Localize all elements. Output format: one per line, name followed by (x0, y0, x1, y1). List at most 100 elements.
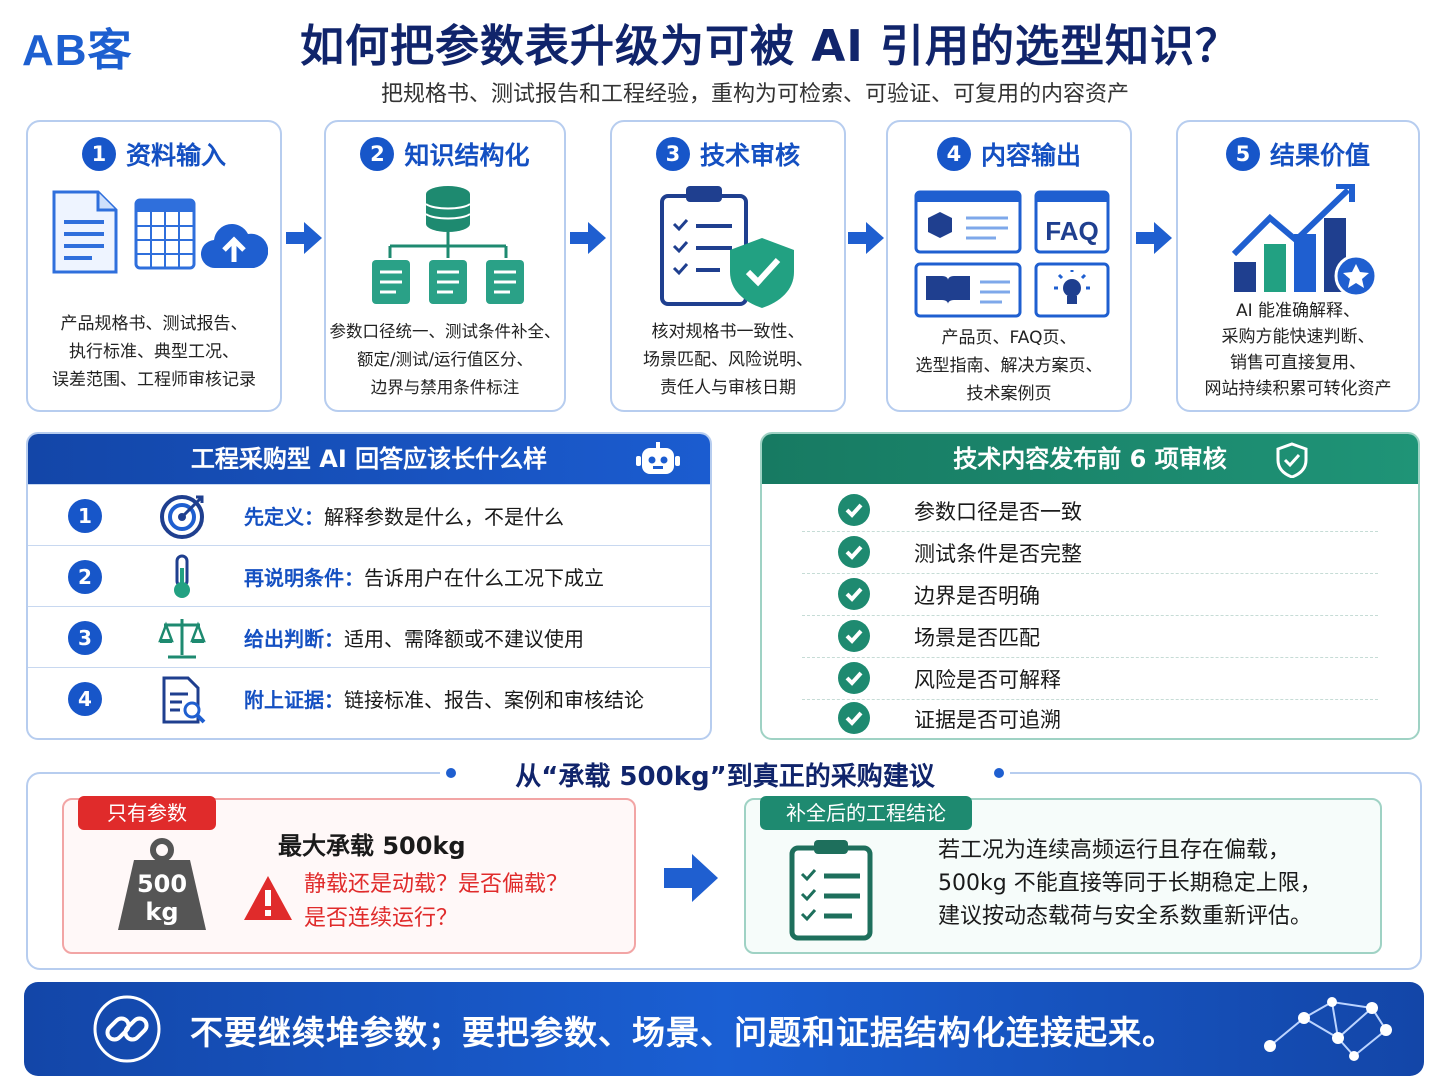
example-title: 从“承载 500kg”到真正的采购建议 (440, 756, 1010, 793)
engineering-conclusion-tag: 补全后的工程结论 (760, 796, 972, 830)
step-desc-line: 产品规格书、测试报告、 (60, 314, 248, 334)
cloud-upload-icon (200, 224, 268, 269)
check-circle-icon (838, 578, 870, 610)
answer-text: 链接标准、报告、案例和审核结论 (344, 688, 644, 712)
page-title: 如何把参数表升级为可被 AI 引用的选型知识？ (299, 21, 1241, 72)
step-title-3: 技术审核 (699, 141, 800, 170)
warning-line: 静载还是动载？是否偏载？ (304, 872, 569, 897)
review-item: 证据是否可追溯 (802, 698, 1378, 738)
lightbulb-icon (1034, 262, 1110, 318)
ai-answer-row: 2 再说明条件：告诉用户在什么工况下成立 (28, 545, 710, 606)
clipboard-shield-icon (660, 186, 794, 308)
weight-value: 500 (136, 870, 188, 898)
review-item: 场景是否匹配 (802, 616, 1378, 658)
scale-icon (158, 619, 206, 659)
step-title-2: 知识结构化 (404, 141, 530, 170)
ai-answer-row: 1 先定义：解释参数是什么，不是什么 (28, 484, 710, 545)
arrow-right-icon (664, 854, 718, 902)
step-number-2: 2 (360, 137, 395, 171)
clipboard-checklist-icon (789, 840, 873, 941)
row-number: 2 (68, 560, 102, 594)
answer-text: 告诉用户在什么工况下成立 (364, 566, 604, 590)
check-circle-icon (838, 620, 870, 652)
title-dot-left-icon (446, 768, 456, 778)
arrow-right-icon (286, 222, 322, 254)
review-item: 测试条件是否完整 (802, 532, 1378, 574)
step-number-4: 4 (936, 137, 971, 171)
arrow-right-icon (570, 222, 606, 254)
answer-key: 再说明条件： (244, 566, 364, 590)
conclusion-line: 若工况为连续高频运行且存在偏载， (938, 838, 1291, 863)
answer-key: 先定义： (244, 505, 324, 529)
weight-icon (118, 838, 206, 930)
step-desc-line: 销售可直接复用、 (1230, 353, 1366, 373)
step-desc-line: 误差范围、工程师审核记录 (52, 370, 256, 390)
robot-icon (636, 442, 680, 474)
step-desc-line: 场景匹配、风险说明、 (643, 350, 813, 370)
warning-icon (244, 876, 292, 920)
page-subtitle: 把规格书、测试报告和工程经验，重构为可检索、可验证、可复用的内容资产 (380, 82, 1129, 107)
ai-answer-row: 4 附上证据：链接标准、报告、案例和审核结论 (28, 667, 710, 728)
network-nodes-icon (1264, 997, 1392, 1061)
ai-answer-title: 工程采购型 AI 回答应该长什么样 (28, 434, 710, 484)
webpage-cube-icon (914, 190, 1022, 254)
step-number-3: 3 (655, 137, 690, 171)
conclusion-line: 500kg 不能直接等同于长期稳定上限， (938, 871, 1322, 896)
thermometer-icon (174, 554, 190, 598)
review-item-text: 风险是否可解释 (914, 668, 1061, 692)
check-circle-icon (838, 702, 870, 734)
answer-text: 解释参数是什么，不是什么 (324, 505, 564, 529)
answer-text: 适用、需降额或不建议使用 (344, 627, 584, 651)
review-item-text: 参数口径是否一致 (914, 500, 1082, 524)
database-hierarchy-icon (372, 186, 524, 304)
check-circle-icon (838, 662, 870, 694)
step-desc-line: 核对规格书一致性、 (651, 322, 805, 342)
arrow-right-icon (848, 222, 884, 254)
target-icon (160, 495, 204, 539)
conclusion-line: 建议按动态载荷与安全系数重新评估。 (938, 904, 1313, 929)
review-item-text: 证据是否可追溯 (914, 708, 1061, 732)
step-desc-line: 边界与禁用条件标注 (370, 378, 520, 397)
step-desc-line: 责任人与审核日期 (660, 378, 796, 398)
review-item: 参数口径是否一致 (802, 490, 1378, 532)
step-desc-line: 产品页、FAQ页、 (941, 328, 1077, 348)
faq-page-icon (1034, 190, 1110, 254)
ai-answer-row: 3 给出判断：适用、需降额或不建议使用 (28, 606, 710, 667)
step-title-4: 内容输出 (980, 141, 1081, 170)
brand-logo: AB客 (22, 26, 133, 75)
weight-unit: kg (145, 898, 179, 926)
step-desc-line: 技术案例页 (966, 384, 1052, 404)
step-desc-line: 执行标准、典型工况、 (69, 342, 239, 362)
row-number: 1 (68, 499, 102, 533)
step-desc-line: 额定/测试/运行值区分、 (356, 350, 534, 369)
warning-line: 是否连续运行？ (304, 906, 459, 931)
footer-slogan: 不要继续堆参数；要把参数、场景、问题和证据结构化连接起来。 (190, 1013, 1176, 1052)
document-search-icon (162, 676, 206, 724)
title-dot-right-icon (994, 768, 1004, 778)
row-number: 4 (68, 682, 102, 716)
param-only-tag: 只有参数 (78, 796, 216, 830)
review-panel: 技术内容发布前 6 项审核 参数口径是否一致 测试条件是否完整 边界是否明确 场… (760, 432, 1420, 740)
shield-check-icon (1276, 442, 1308, 478)
step-card-2: 2 知识结构化 参数口径统一、测试条件补全、 额定/测试/运行值区分、 边界与禁用… (324, 120, 566, 412)
faq-label: FAQ (1045, 216, 1099, 246)
step-desc-line: 参数口径统一、测试条件补全、 (329, 322, 561, 341)
step-card-3: 3 技术审核 核对规格书一致性、 场景匹配、风险说明、 责任人与审核日期 (610, 120, 846, 412)
footer-banner (24, 982, 1424, 1076)
ai-answer-panel: 工程采购型 AI 回答应该长什么样 1 先定义：解释参数是什么，不是什么 2 再… (26, 432, 712, 740)
step-title-5: 结果价值 (1269, 141, 1370, 170)
review-item-text: 测试条件是否完整 (914, 542, 1082, 566)
check-circle-icon (838, 494, 870, 526)
step-desc-line: 采购方能快速判断、 (1221, 327, 1375, 347)
spreadsheet-icon (134, 198, 196, 270)
guide-book-icon (914, 262, 1022, 318)
document-icon (52, 190, 118, 274)
step-number-5: 5 (1225, 137, 1260, 171)
review-item-text: 边界是否明确 (914, 584, 1040, 608)
answer-key: 附上证据： (244, 688, 344, 712)
check-circle-icon (838, 536, 870, 568)
growth-chart-icon (1231, 184, 1378, 298)
